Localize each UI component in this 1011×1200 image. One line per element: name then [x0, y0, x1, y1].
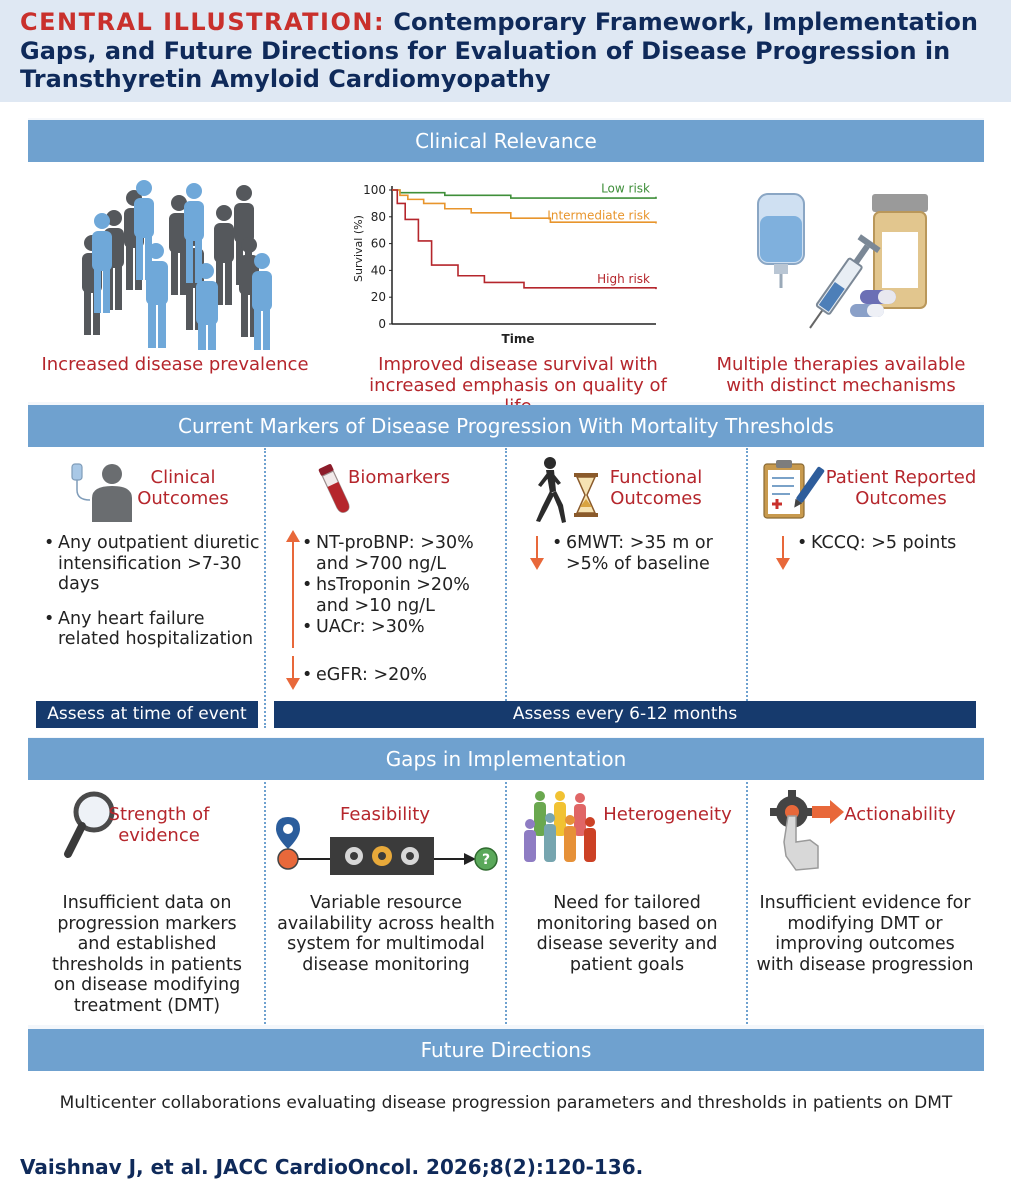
markers-band: Current Markers of Disease Progression W… [28, 405, 984, 447]
diverse-people-icon [524, 791, 596, 862]
future-heading: Future Directions [420, 1038, 592, 1062]
patient-reported-list: KCCQ: >5 points [797, 533, 977, 554]
arrow-down-icon [530, 536, 544, 570]
blood-tube-icon [318, 464, 350, 513]
title-text: Contemporary Framework, Implementation G… [20, 8, 978, 93]
chart-xlabel: Time [502, 332, 535, 346]
actionability-text: Insufficient evidence for modifying DMT … [756, 893, 974, 975]
series-label: Low risk [601, 182, 650, 196]
clipboard-icon [763, 460, 825, 519]
gear-icon [345, 847, 419, 865]
question-icon: ? [474, 847, 498, 871]
series-label: High risk [597, 272, 650, 286]
gaps-heading: Gaps in Implementation [385, 747, 627, 771]
series-line-intermediate-risk [392, 189, 657, 224]
iv-bag-icon [757, 193, 805, 288]
biomarkers-title: Biomarkers [348, 467, 450, 488]
patient-reported-title: Patient Reported Outcomes [825, 467, 977, 509]
clinical-relevance-band: Clinical Relevance [28, 120, 984, 162]
biomarkers-down-list: eGFR: >20% [302, 665, 502, 686]
arrow-down-icon [286, 656, 300, 690]
hourglass-icon [574, 473, 598, 517]
pen-icon [794, 466, 825, 508]
header: CENTRAL ILLUSTRATION: Contemporary Frame… [0, 0, 1011, 102]
biomarkers-up-list: NT-proBNP: >30% and >700 ng/L hsTroponin… [302, 533, 502, 638]
arrow-up-icon [286, 530, 300, 648]
markers-heading: Current Markers of Disease Progression W… [178, 414, 834, 438]
feasibility-text: Variable resource availability across he… [277, 893, 495, 975]
title-kicker: CENTRAL ILLUSTRATION: [20, 8, 386, 36]
gaps-divider-1 [264, 782, 266, 1024]
survival-chart: Survival (%) 0 20 40 60 80 100 Low riskInterm… [352, 182, 657, 346]
list-item: hsTroponin >20% and >10 ng/L [302, 575, 502, 616]
walker-hourglass-icon [536, 457, 598, 523]
y-tick-labels: 0 20 40 60 80 100 [363, 183, 392, 331]
hand-gear-icon [770, 790, 844, 871]
list-item: Any outpatient diuretic intensification … [44, 533, 260, 595]
citation: Vaishnav J, et al. JACC CardioOncol. 202… [20, 1155, 644, 1179]
magnifier-icon [64, 791, 115, 858]
syringe-icon [809, 234, 881, 329]
gaps-band: Gaps in Implementation [28, 738, 984, 780]
future-band: Future Directions [28, 1029, 984, 1071]
assess-event-bar: Assess at time of event [36, 701, 258, 728]
future-text: Multicenter collaborations evaluating di… [59, 1093, 953, 1113]
gaps-divider-3 [746, 782, 748, 1024]
therapies-icon [757, 193, 928, 329]
arrow-down-icon [776, 536, 790, 570]
gear-icon [372, 846, 392, 866]
y-tick-label: 0 [378, 317, 386, 331]
assess-periodic-bar: Assess every 6-12 months [274, 701, 976, 728]
list-item: eGFR: >20% [302, 665, 502, 686]
functional-outcomes-list: 6MWT: >35 m or >5% of baseline [552, 533, 742, 574]
functional-outcomes-title: Functional Outcomes [609, 467, 703, 509]
walker-icon [536, 457, 566, 523]
pill-bottle-icon [872, 194, 928, 309]
gaps-divider-2 [505, 782, 507, 1024]
heterogeneity-title: Heterogeneity [603, 804, 732, 825]
series-line-high-risk [392, 189, 657, 290]
feasibility-title: Feasibility [340, 804, 430, 825]
series-lines [392, 189, 657, 290]
clinical-outcomes-title: Clinical Outcomes [137, 467, 229, 509]
markers-divider-3 [746, 448, 748, 728]
page-title: CENTRAL ILLUSTRATION: Contemporary Frame… [20, 8, 991, 94]
list-item: Any heart failure related hospitalizatio… [44, 609, 260, 650]
y-tick-label: 40 [371, 263, 386, 277]
clinical-outcomes-list: Any outpatient diuretic intensification … [44, 533, 260, 650]
therapies-label: Multiple therapies available with distin… [716, 354, 966, 396]
markers-divider-2 [505, 448, 507, 728]
list-item: NT-proBNP: >30% and >700 ng/L [302, 533, 502, 574]
gears-pipeline-icon: ? [276, 817, 498, 875]
clinical-relevance-heading: Clinical Relevance [415, 129, 597, 153]
capsules-icon [850, 290, 896, 317]
y-tick-label: 100 [363, 183, 386, 197]
y-tick-label: 80 [371, 210, 386, 224]
y-tick-label: 60 [371, 237, 386, 251]
svg-text:?: ? [482, 852, 490, 868]
heterogeneity-text: Need for tailored monitoring based on di… [536, 893, 718, 975]
chart-ylabel: Survival (%) [352, 215, 365, 282]
strength-evidence-text: Insufficient data on progression markers… [51, 893, 242, 1016]
crowd-people-icon [82, 180, 272, 350]
series-label: Intermediate risk [547, 209, 650, 223]
strength-evidence-title: Strength of evidence [108, 804, 210, 846]
list-item: UACr: >30% [302, 617, 502, 638]
list-item: 6MWT: >35 m or >5% of baseline [552, 533, 742, 574]
location-pin-icon [276, 817, 300, 870]
markers-divider-1 [264, 448, 266, 728]
y-tick-label: 20 [371, 290, 386, 304]
prevalence-label: Increased disease prevalence [41, 354, 309, 375]
list-item: KCCQ: >5 points [797, 533, 977, 554]
actionability-title: Actionability [844, 804, 956, 825]
patient-iv-icon [71, 463, 132, 522]
future-panel [28, 1071, 984, 1133]
